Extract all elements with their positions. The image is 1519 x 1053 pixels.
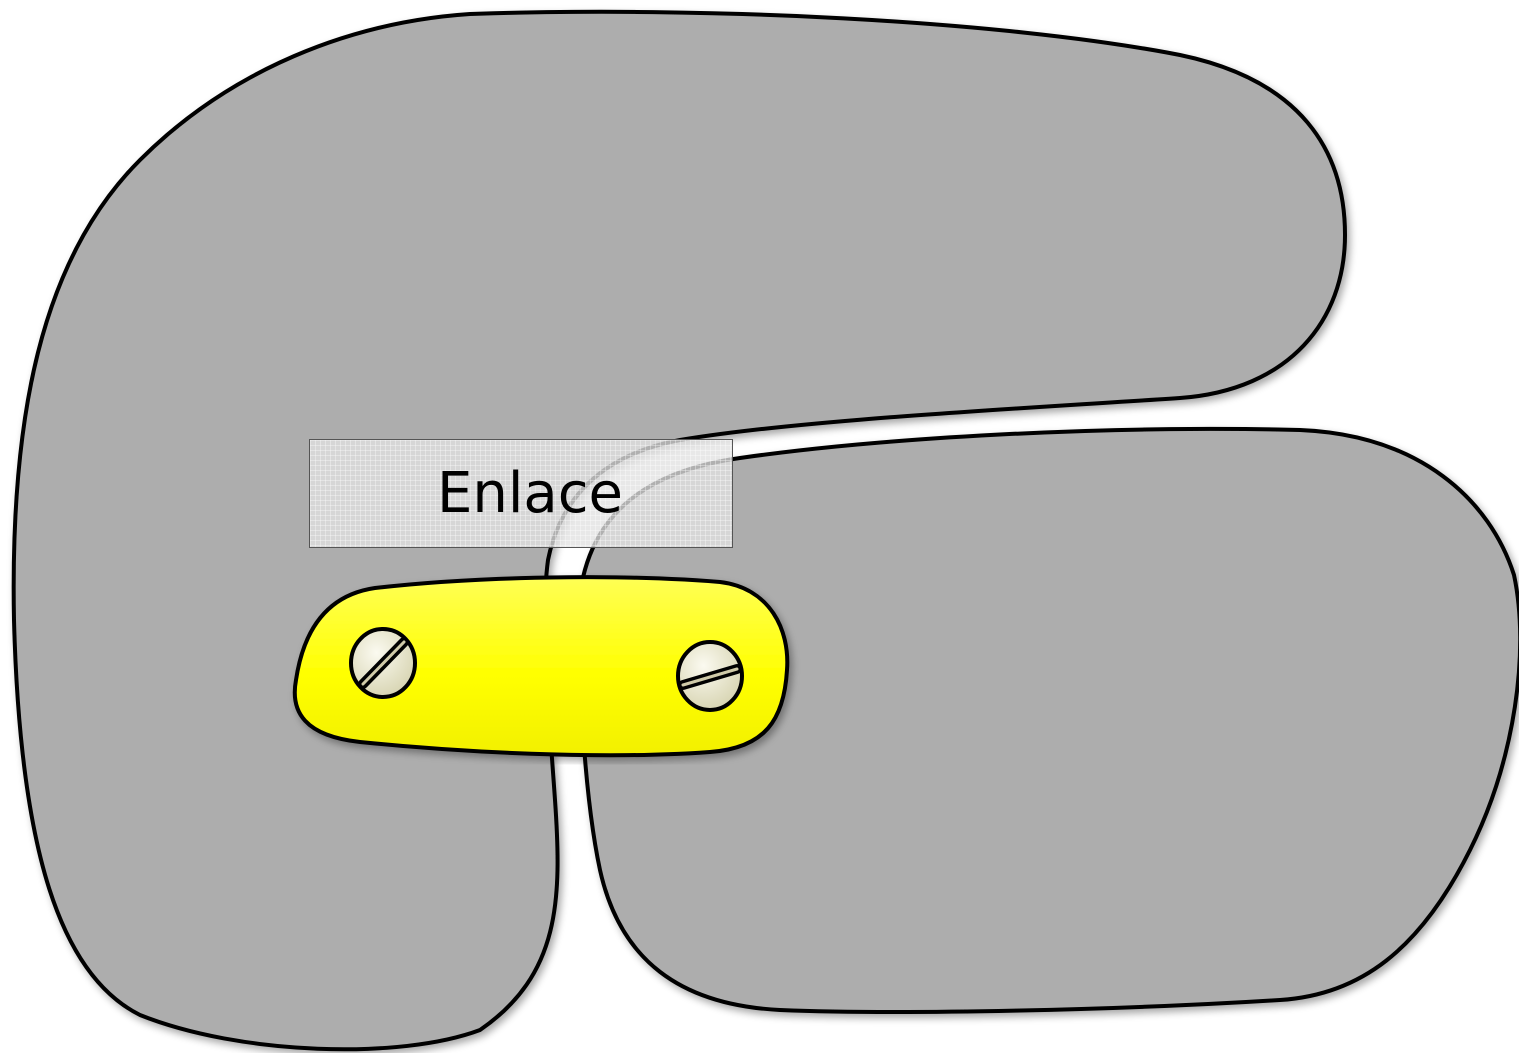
enlace-label: Enlace	[437, 461, 623, 526]
enlace-label-box: Enlace	[309, 439, 733, 548]
left-screw-icon	[351, 629, 415, 697]
right-screw-icon	[678, 642, 742, 710]
